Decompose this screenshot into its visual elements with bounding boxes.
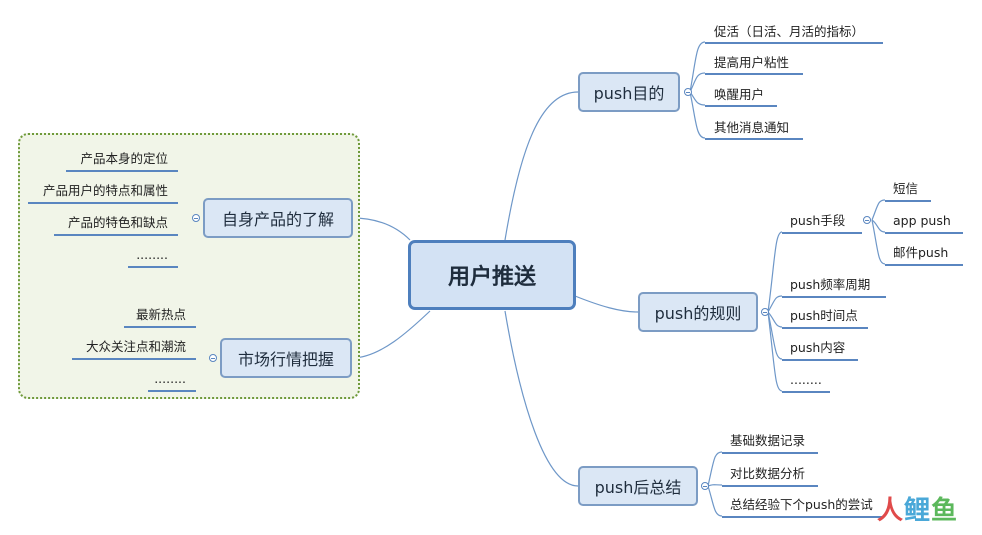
market-item-2: 大众关注点和潮流 xyxy=(85,339,186,354)
means-item-2-underline xyxy=(885,232,963,234)
rules-means-underline xyxy=(782,232,862,234)
collapse-means-icon[interactable] xyxy=(863,216,871,224)
connector-rules-4 xyxy=(767,311,783,392)
root-node[interactable]: 用户推送 xyxy=(408,240,576,310)
summary-item-3: 总结经验下个push的尝试 xyxy=(730,497,873,512)
market-item-3: ........ xyxy=(154,371,186,386)
watermark-char-3: 鱼 xyxy=(930,496,958,526)
branch-market-label: 市场行情把握 xyxy=(237,350,334,369)
market-item-1-underline xyxy=(124,326,196,328)
branch-purpose-label: push目的 xyxy=(593,84,665,103)
purpose-item-3-underline xyxy=(705,105,777,107)
self-item-4-underline xyxy=(128,266,178,268)
rules-item-1: push频率周期 xyxy=(790,277,871,292)
summary-item-2-underline xyxy=(722,485,818,487)
branch-rules[interactable]: push的规则 xyxy=(638,292,758,332)
branch-purpose[interactable]: push目的 xyxy=(578,72,680,112)
branch-rules-label: push的规则 xyxy=(654,304,742,323)
self-item-3-underline xyxy=(54,234,178,236)
collapse-purpose-icon[interactable] xyxy=(684,88,692,96)
rules-means-label: push手段 xyxy=(790,213,846,228)
self-item-1-underline xyxy=(66,170,178,172)
branch-self[interactable]: 自身产品的了解 xyxy=(203,198,353,238)
connector-root-self xyxy=(351,217,411,241)
rules-item-2-underline xyxy=(782,327,868,329)
rules-item-3: push内容 xyxy=(790,340,846,355)
connector-summary-1 xyxy=(707,451,723,487)
means-item-1: 短信 xyxy=(893,181,919,196)
summary-item-2: 对比数据分析 xyxy=(730,466,806,481)
self-item-2-underline xyxy=(28,202,178,204)
branch-summary[interactable]: push后总结 xyxy=(578,466,698,506)
connector-rules-1 xyxy=(767,295,783,313)
rules-item-4: ........ xyxy=(790,372,822,387)
summary-item-1-underline xyxy=(722,452,818,454)
means-item-3: 邮件push xyxy=(893,245,949,260)
self-item-4: ........ xyxy=(136,247,168,262)
connector-means-1 xyxy=(871,199,886,221)
purpose-item-1: 促活（日活、月活的指标） xyxy=(714,24,865,39)
root-label: 用户推送 xyxy=(447,265,536,290)
purpose-item-2-underline xyxy=(705,73,803,75)
purpose-item-2: 提高用户粘性 xyxy=(714,55,790,70)
collapse-market-icon[interactable] xyxy=(209,354,217,362)
purpose-item-1-underline xyxy=(705,42,883,44)
purpose-item-3: 唤醒用户 xyxy=(714,87,765,102)
market-item-2-underline xyxy=(72,358,196,360)
watermark-char-1: 人 xyxy=(876,496,904,526)
connector-means-2 xyxy=(871,219,886,233)
purpose-item-4: 其他消息通知 xyxy=(714,120,790,135)
branch-self-label: 自身产品的了解 xyxy=(221,210,334,229)
rules-item-1-underline xyxy=(782,296,886,298)
connector-summary-2 xyxy=(707,484,723,487)
means-item-3-underline xyxy=(885,264,963,266)
self-item-3: 产品的特色和缺点 xyxy=(67,215,168,230)
connector-root-purpose xyxy=(504,91,579,241)
connector-purpose-4 xyxy=(689,91,706,139)
rules-item-4-underline xyxy=(782,391,830,393)
connector-rules-means xyxy=(767,231,783,313)
means-item-2: app push xyxy=(893,213,951,228)
rules-item-2: push时间点 xyxy=(790,308,858,323)
collapse-self-icon[interactable] xyxy=(192,214,200,222)
connector-root-market xyxy=(351,310,431,359)
means-item-1-underline xyxy=(885,200,931,202)
collapse-summary-icon[interactable] xyxy=(701,482,709,490)
watermark-logo: 人鲤鱼 xyxy=(877,490,958,527)
branch-market[interactable]: 市场行情把握 xyxy=(220,338,352,378)
connector-rules-3 xyxy=(767,311,783,360)
connector-root-rules xyxy=(574,295,639,313)
branch-summary-label: push后总结 xyxy=(594,478,682,497)
self-item-2: 产品用户的特点和属性 xyxy=(42,183,168,198)
connector-summary-3 xyxy=(707,485,723,517)
connector-means-3 xyxy=(871,219,886,265)
watermark-char-2: 鲤 xyxy=(903,496,931,526)
market-item-3-underline xyxy=(148,390,196,392)
self-item-1: 产品本身的定位 xyxy=(80,151,168,166)
purpose-item-4-underline xyxy=(705,138,803,140)
collapse-rules-icon[interactable] xyxy=(761,308,769,316)
market-item-1: 最新热点 xyxy=(135,307,186,322)
connector-root-summary xyxy=(504,310,579,487)
connector-rules-2 xyxy=(767,311,783,328)
connector-purpose-1 xyxy=(689,41,706,93)
rules-item-3-underline xyxy=(782,359,858,361)
summary-item-1: 基础数据记录 xyxy=(730,433,806,448)
summary-item-3-underline xyxy=(722,516,882,518)
